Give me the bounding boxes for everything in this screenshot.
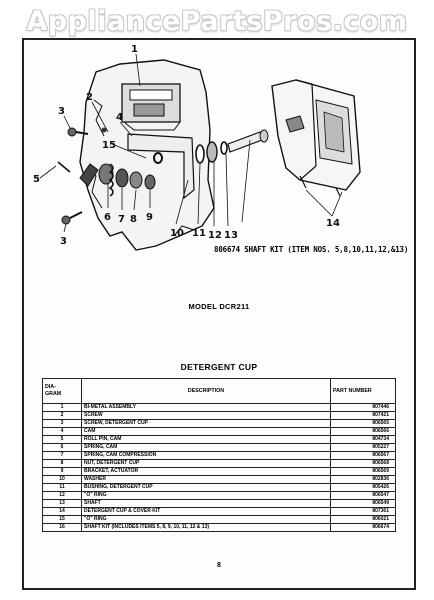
exploded-parts-diagram: 1 2 3 3 4 5 6 7 8 9 10 11 12 13 14 15 bbox=[33, 44, 361, 251]
cell-description: DETERGENT CUP & COVER KIT bbox=[81, 507, 331, 516]
cell-description: SPRING, CAM COMPRESSION bbox=[81, 451, 331, 460]
cell-description: NUT, DETERGENT CUP bbox=[81, 459, 331, 468]
cell-part-number: 802836 bbox=[330, 475, 396, 484]
cell-part-number: 806674 bbox=[330, 523, 396, 532]
cell-part-number: 805227 bbox=[330, 443, 396, 452]
callout: 5 bbox=[33, 174, 40, 185]
cell-part-number: 806568 bbox=[330, 459, 396, 468]
callout: 8 bbox=[130, 214, 137, 225]
cell-part-number: 807421 bbox=[330, 411, 396, 420]
cell-part-number: 804734 bbox=[330, 435, 396, 444]
table-header-row: DIA- GRAM DESCRIPTION PART NUMBER bbox=[42, 378, 396, 404]
cell-part-number: 806021 bbox=[330, 515, 396, 524]
cell-description: SCREW, DETERGENT CUP bbox=[81, 419, 331, 428]
cell-description: SHAFT bbox=[81, 499, 331, 508]
detergent-cup bbox=[271, 79, 361, 197]
callout: 6 bbox=[104, 212, 111, 223]
cell-description: SPRING, CAM bbox=[81, 443, 331, 452]
model-label: MODEL DCR211 bbox=[188, 302, 250, 311]
site-watermark: AppliancePartsPros.com bbox=[26, 6, 408, 37]
bimetal-assembly bbox=[121, 83, 181, 131]
cell-diagram: 15 bbox=[42, 515, 82, 524]
cell-diagram: 13 bbox=[42, 499, 82, 508]
cell-part-number: 806547 bbox=[330, 491, 396, 500]
parts-page: 1 2 3 3 4 5 6 7 8 9 10 11 12 13 14 15 80… bbox=[22, 38, 416, 590]
header-diagram: DIA- GRAM bbox=[42, 378, 82, 404]
cell-diagram: 8 bbox=[42, 459, 82, 468]
cell-part-number: 805426 bbox=[330, 483, 396, 492]
cell-description: CAM bbox=[81, 427, 331, 436]
cell-diagram: 7 bbox=[42, 451, 82, 460]
callout: 7 bbox=[118, 214, 125, 225]
cell-description: BRACKET, ACTUATOR bbox=[81, 467, 331, 476]
cell-description: BUSHING, DETERGENT CUP bbox=[81, 483, 331, 492]
cell-diagram: 3 bbox=[42, 419, 82, 428]
cell-diagram: 4 bbox=[42, 427, 82, 436]
cell-part-number: 807446 bbox=[330, 403, 396, 412]
header-description: DESCRIPTION bbox=[81, 378, 331, 404]
cell-description: "O" RING bbox=[81, 515, 331, 524]
callout: 15 bbox=[102, 140, 116, 151]
cell-diagram: 10 bbox=[42, 475, 82, 484]
cell-diagram: 11 bbox=[42, 483, 82, 492]
callout: 14 bbox=[326, 218, 340, 229]
cell-part-number: 806569 bbox=[330, 467, 396, 476]
cell-diagram: 2 bbox=[42, 411, 82, 420]
cell-diagram: 12 bbox=[42, 491, 82, 500]
cell-description: SHAFT KIT (INCLUDES ITEMS 5, 8, 9, 10, 1… bbox=[81, 523, 331, 532]
cell-part-number: 806566 bbox=[330, 427, 396, 436]
cell-part-number: 806565 bbox=[330, 419, 396, 428]
cell-diagram: 14 bbox=[42, 507, 82, 516]
page-number: 8 bbox=[217, 562, 221, 569]
shaft-group bbox=[153, 129, 269, 164]
cell-description: WASHER bbox=[81, 475, 331, 484]
cell-description: "O" RING bbox=[81, 491, 331, 500]
callout: 10 bbox=[170, 228, 184, 239]
callout: 13 bbox=[224, 230, 238, 241]
cell-description: SCREW bbox=[81, 411, 331, 420]
cell-diagram: 6 bbox=[42, 443, 82, 452]
cell-description: ROLL PIN, CAM bbox=[81, 435, 331, 444]
cell-part-number: 806567 bbox=[330, 451, 396, 460]
section-title: DETERGENT CUP bbox=[180, 362, 258, 372]
cell-part-number: 807361 bbox=[330, 507, 396, 516]
cell-part-number: 806549 bbox=[330, 499, 396, 508]
callout: 11 bbox=[192, 228, 206, 239]
callout: 1 bbox=[131, 44, 138, 55]
callout: 3 bbox=[60, 236, 67, 247]
screws bbox=[61, 127, 107, 225]
cell-diagram: 1 bbox=[42, 403, 82, 412]
cell-diagram: 5 bbox=[42, 435, 82, 444]
shaft-kit-note: 806674 SHAFT KIT (ITEM NOS. 5,8,10,11,12… bbox=[214, 245, 409, 254]
cell-diagram: 9 bbox=[42, 467, 82, 476]
callout: 4 bbox=[116, 112, 123, 123]
callout: 3 bbox=[58, 106, 65, 117]
callout: 9 bbox=[146, 212, 153, 223]
cam-spring-group bbox=[57, 161, 156, 197]
cell-description: BI-METAL ASSEMBLY bbox=[81, 403, 331, 412]
callout: 2 bbox=[86, 92, 93, 103]
cell-diagram: 16 bbox=[42, 523, 82, 532]
callout: 12 bbox=[208, 230, 222, 241]
header-part-number: PART NUMBER bbox=[330, 378, 396, 404]
